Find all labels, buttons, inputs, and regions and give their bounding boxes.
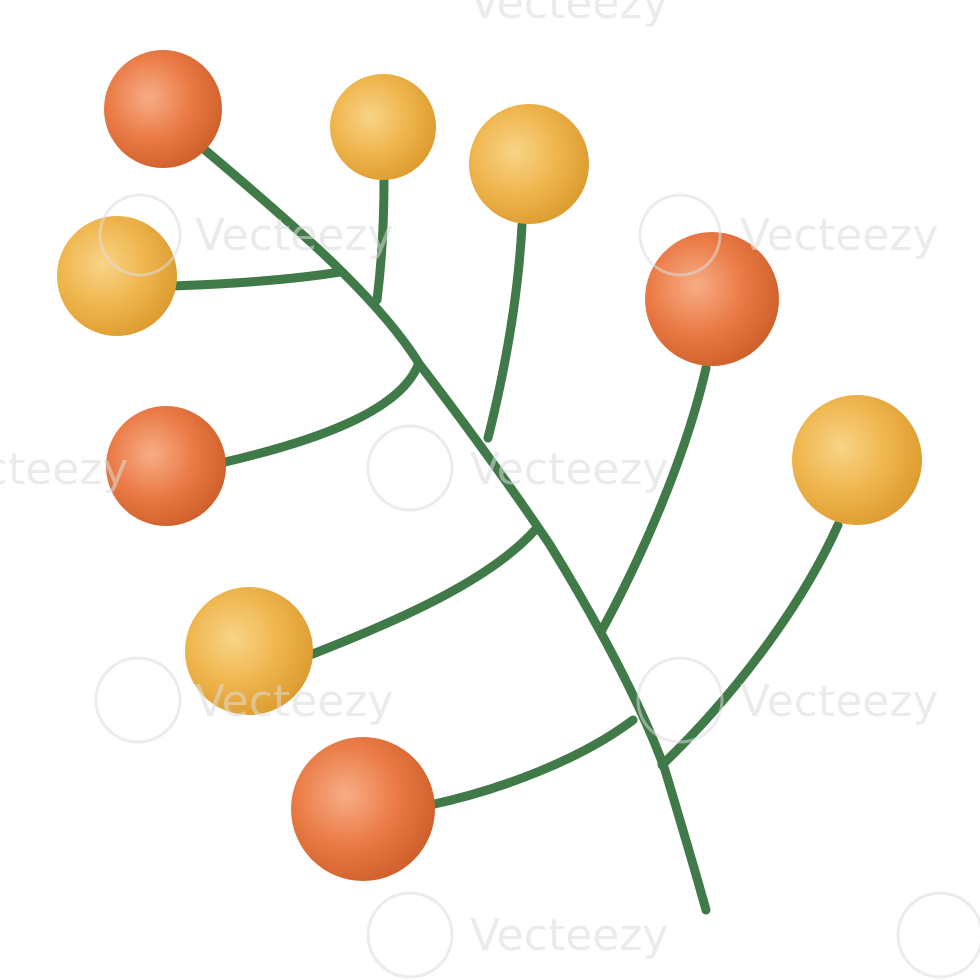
watermark-text: Vecteezy (470, 910, 668, 961)
stem-branch-2 (372, 175, 389, 305)
stem-branch-4 (483, 220, 527, 443)
stem-branch-6 (597, 363, 711, 635)
berry-orange-top-left (104, 50, 222, 168)
berry-orange-bottom (291, 737, 435, 881)
berry-yellow-left (57, 216, 177, 336)
main-stem (200, 145, 711, 915)
watermark-text: Vecteezy (740, 676, 938, 727)
berries (57, 50, 922, 881)
watermark-text: Vecteezy (195, 210, 393, 261)
watermark-text: Vecteezy (470, 444, 668, 495)
berry-yellow-far-right (792, 395, 922, 525)
berry-yellow-top-right (469, 104, 589, 224)
stem-branch-5 (305, 525, 540, 660)
berry-orange-right (645, 232, 779, 366)
watermark-text: Vecteezy (740, 210, 938, 261)
stem-branch-8 (657, 520, 843, 770)
stem-branch-1 (167, 267, 345, 291)
vecteezy-logo-icon (94, 193, 980, 979)
branch-stems (167, 145, 843, 915)
stem-branch-7 (425, 715, 638, 810)
watermark-text: Vecteezy (195, 676, 393, 727)
watermark-text: Vecteezy (0, 444, 128, 495)
berry-yellow-top-center (330, 74, 436, 180)
berry-yellow-lower-left (185, 587, 313, 715)
stem-branch-3 (220, 360, 423, 467)
watermark-text: Vecteezy (470, 0, 668, 29)
berry-orange-mid-left (106, 406, 226, 526)
